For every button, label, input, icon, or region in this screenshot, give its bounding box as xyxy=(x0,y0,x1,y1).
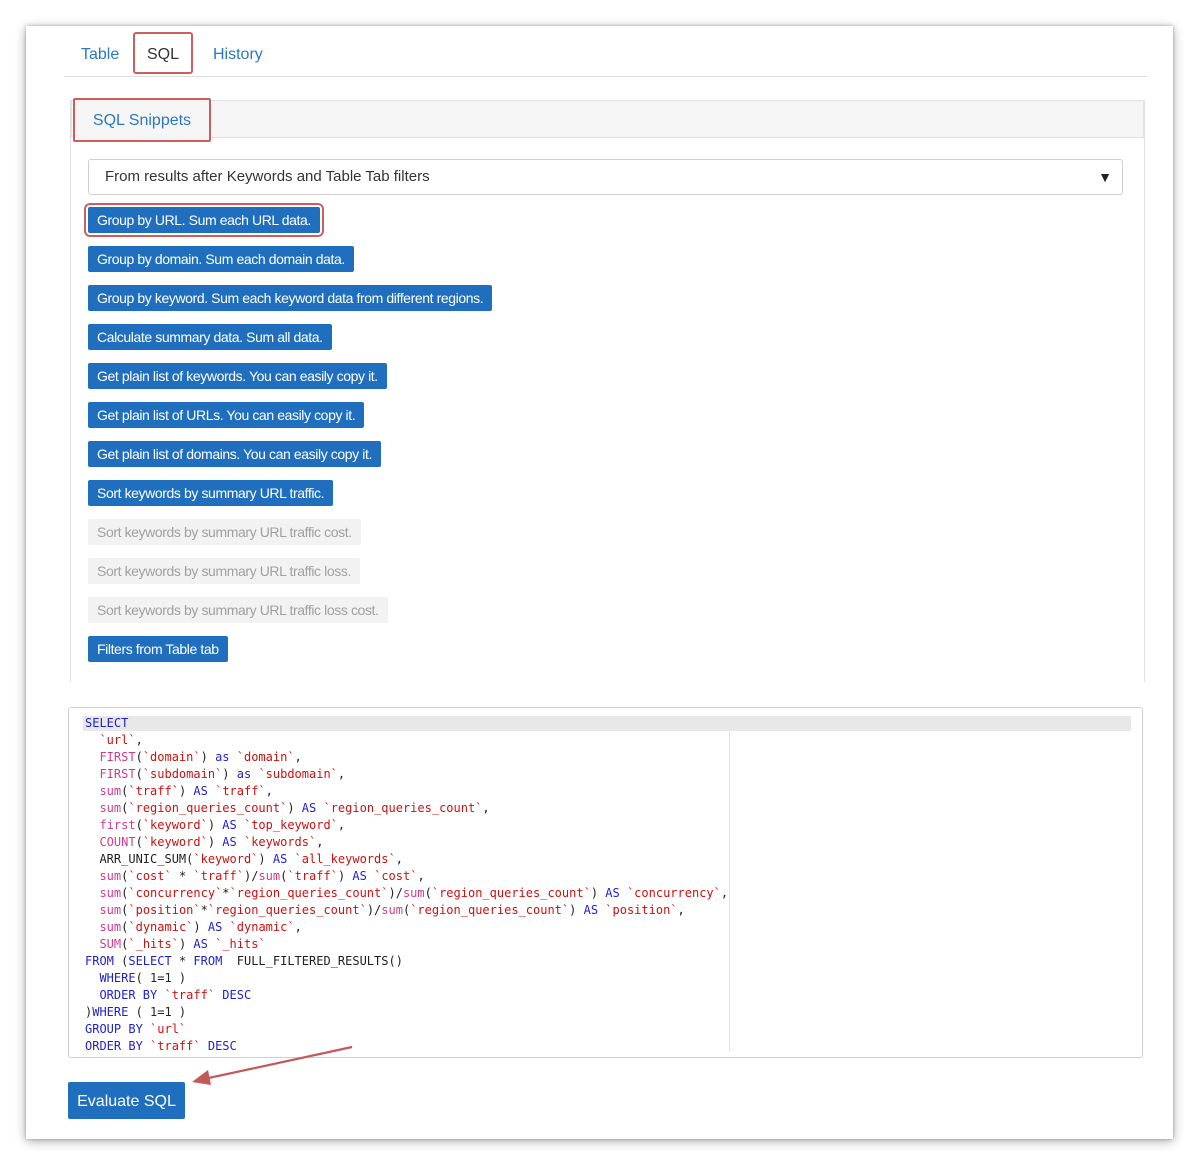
dropdown-arrow-icon: ▼ xyxy=(1098,169,1112,185)
code-line: WHERE( 1=1 ) xyxy=(99,971,187,985)
tab-table[interactable]: Table xyxy=(81,46,120,63)
snippet-button-sort-by-traffic-loss[interactable]: Sort keywords by summary URL traffic los… xyxy=(88,558,360,584)
code-line: sum(`dynamic`) AS `dynamic`, xyxy=(99,920,302,934)
tab-bar: Table SQL History xyxy=(64,32,1147,77)
active-line-highlight xyxy=(83,716,1131,731)
tab-history[interactable]: History xyxy=(213,46,263,63)
code-line: `url`, xyxy=(99,733,143,747)
code-line: )WHERE ( 1=1 ) xyxy=(85,1005,187,1019)
panel-header: SQL Snippets xyxy=(71,98,1144,142)
snippet-source-select[interactable]: From results after Keywords and Table Ta… xyxy=(88,159,1123,195)
code-line: SELECT xyxy=(85,716,129,730)
code-line: sum(`concurrency`*`region_queries_count`… xyxy=(99,886,729,900)
tab-sql[interactable]: SQL xyxy=(133,32,193,74)
code-line: ORDER BY `traff` DESC xyxy=(85,1039,237,1053)
code-line: sum(`position`*`region_queries_count`)/s… xyxy=(99,903,685,917)
sql-code-editor[interactable]: SELECT `url`, FIRST(`domain`) as `domain… xyxy=(68,707,1143,1058)
snippet-button-group-by-keyword[interactable]: Group by keyword. Sum each keyword data … xyxy=(88,285,493,311)
code-line: FROM (SELECT * FROM FULL_FILTERED_RESULT… xyxy=(85,954,403,968)
evaluate-sql-button[interactable]: Evaluate SQL xyxy=(68,1082,185,1119)
snippet-button-filters-from-table[interactable]: Filters from Table tab xyxy=(88,636,228,662)
code-line: FIRST(`subdomain`) as `subdomain`, xyxy=(99,767,346,781)
code-line: ARR_UNIC_SUM(`keyword`) AS `all_keywords… xyxy=(85,852,403,866)
code-line: GROUP BY `url` xyxy=(85,1022,187,1036)
sql-code[interactable]: SELECT `url`, FIRST(`domain`) as `domain… xyxy=(85,715,728,1055)
code-line: ORDER BY `traff` DESC xyxy=(99,988,252,1002)
snippet-button-plain-domains[interactable]: Get plain list of domains. You can easil… xyxy=(88,441,381,467)
code-line: sum(`region_queries_count`) AS `region_q… xyxy=(99,801,490,815)
snippet-button-plain-keywords[interactable]: Get plain list of keywords. You can easi… xyxy=(88,363,387,389)
code-line: sum(`cost` * `traff`)/sum(`traff`) AS `c… xyxy=(99,869,425,883)
snippet-button-group-by-domain[interactable]: Group by domain. Sum each domain data. xyxy=(88,246,354,272)
print-margin xyxy=(729,716,730,1052)
sql-snippets-toggle[interactable]: SQL Snippets xyxy=(73,98,211,142)
code-line: sum(`traff`) AS `traff`, xyxy=(99,784,273,798)
snippet-button-sort-by-traffic[interactable]: Sort keywords by summary URL traffic. xyxy=(88,480,334,506)
code-line: FIRST(`domain`) as `domain`, xyxy=(99,750,302,764)
snippet-button-sort-by-traffic-cost[interactable]: Sort keywords by summary URL traffic cos… xyxy=(88,519,361,545)
snippet-button-group-by-url[interactable]: Group by URL. Sum each URL data. xyxy=(84,203,324,237)
snippet-button-plain-urls[interactable]: Get plain list of URLs. You can easily c… xyxy=(88,402,365,428)
snippet-button-summary-data[interactable]: Calculate summary data. Sum all data. xyxy=(88,324,332,350)
code-line: SUM(`_hits`) AS `_hits` xyxy=(99,937,266,951)
snippet-button-sort-by-traffic-loss-cost[interactable]: Sort keywords by summary URL traffic los… xyxy=(88,597,388,623)
sql-snippets-panel: SQL Snippets xyxy=(70,98,1145,682)
select-value: From results after Keywords and Table Ta… xyxy=(105,168,430,185)
code-line: COUNT(`keyword`) AS `keywords`, xyxy=(99,835,324,849)
code-line: first(`keyword`) AS `top_keyword`, xyxy=(99,818,346,832)
